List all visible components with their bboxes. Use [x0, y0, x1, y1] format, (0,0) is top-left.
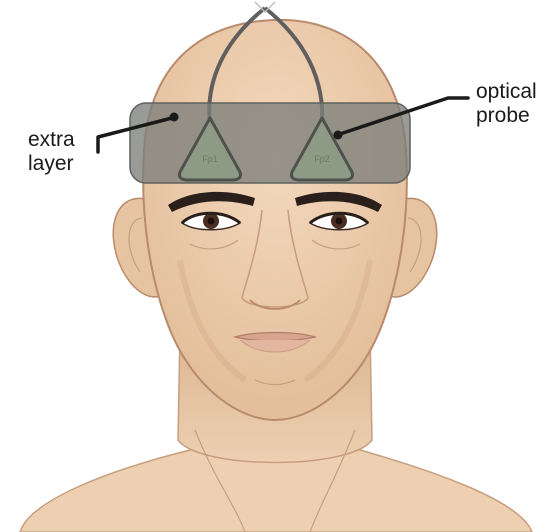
label-optical-probe: optical probe	[476, 80, 537, 128]
label-extra-line1: extra	[28, 128, 75, 152]
label-extra-line2: layer	[28, 152, 75, 176]
probe-tag-left: Fp1	[202, 154, 218, 164]
label-optical-line2: probe	[476, 104, 537, 128]
probe-tag-right: Fp2	[314, 154, 330, 164]
label-extra-layer: extra layer	[28, 128, 75, 176]
label-optical-line1: optical	[476, 80, 537, 104]
leader-dot-optical-probe	[334, 131, 343, 140]
leader-dot-extra-layer	[170, 113, 179, 122]
